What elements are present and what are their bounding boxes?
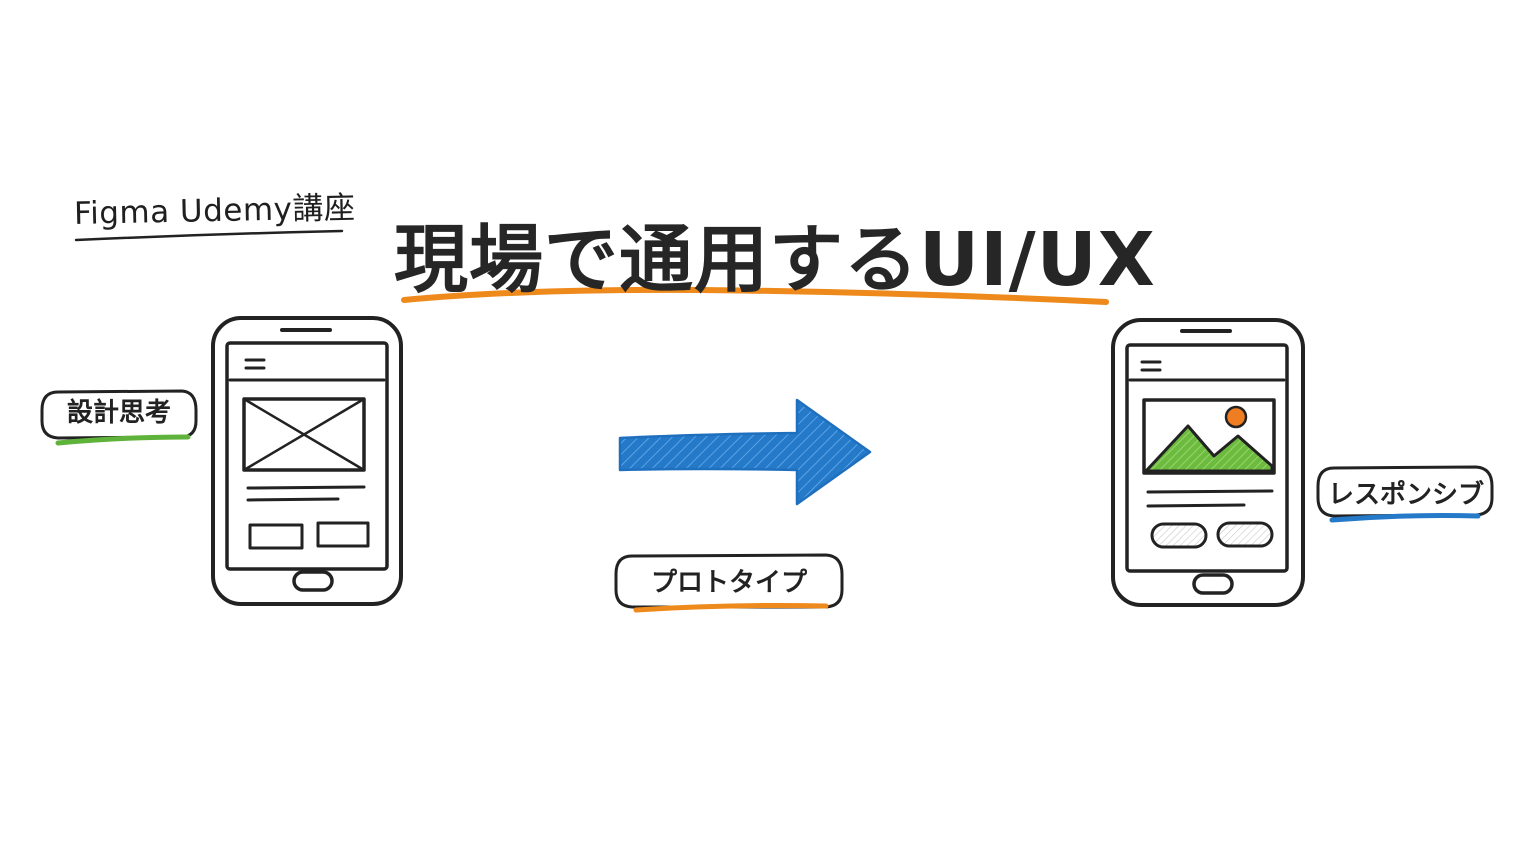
subtitle-underline (74, 229, 344, 242)
arrow-right-icon (618, 398, 872, 506)
title-underline (401, 286, 1109, 305)
label-prototype: プロトタイプ (650, 568, 807, 598)
pill-prototype-underline (633, 603, 829, 613)
phone-responsive-icon (1111, 318, 1305, 607)
phone-wireframe-icon (211, 316, 403, 606)
label-design-thinking: 設計思考 (66, 398, 171, 428)
mountain-image (1144, 424, 1274, 473)
sun-icon (1224, 405, 1248, 429)
course-subtitle: Figma Udemy講座 (73, 190, 356, 232)
pill-design-underline (55, 434, 191, 446)
responsive-button-left (1150, 522, 1208, 549)
label-responsive: レスポンシブ (1327, 480, 1484, 510)
responsive-button-right (1216, 521, 1274, 548)
pill-responsive-underline (1329, 513, 1481, 523)
page-title: 現場で通用するUI/UX (394, 217, 1156, 303)
